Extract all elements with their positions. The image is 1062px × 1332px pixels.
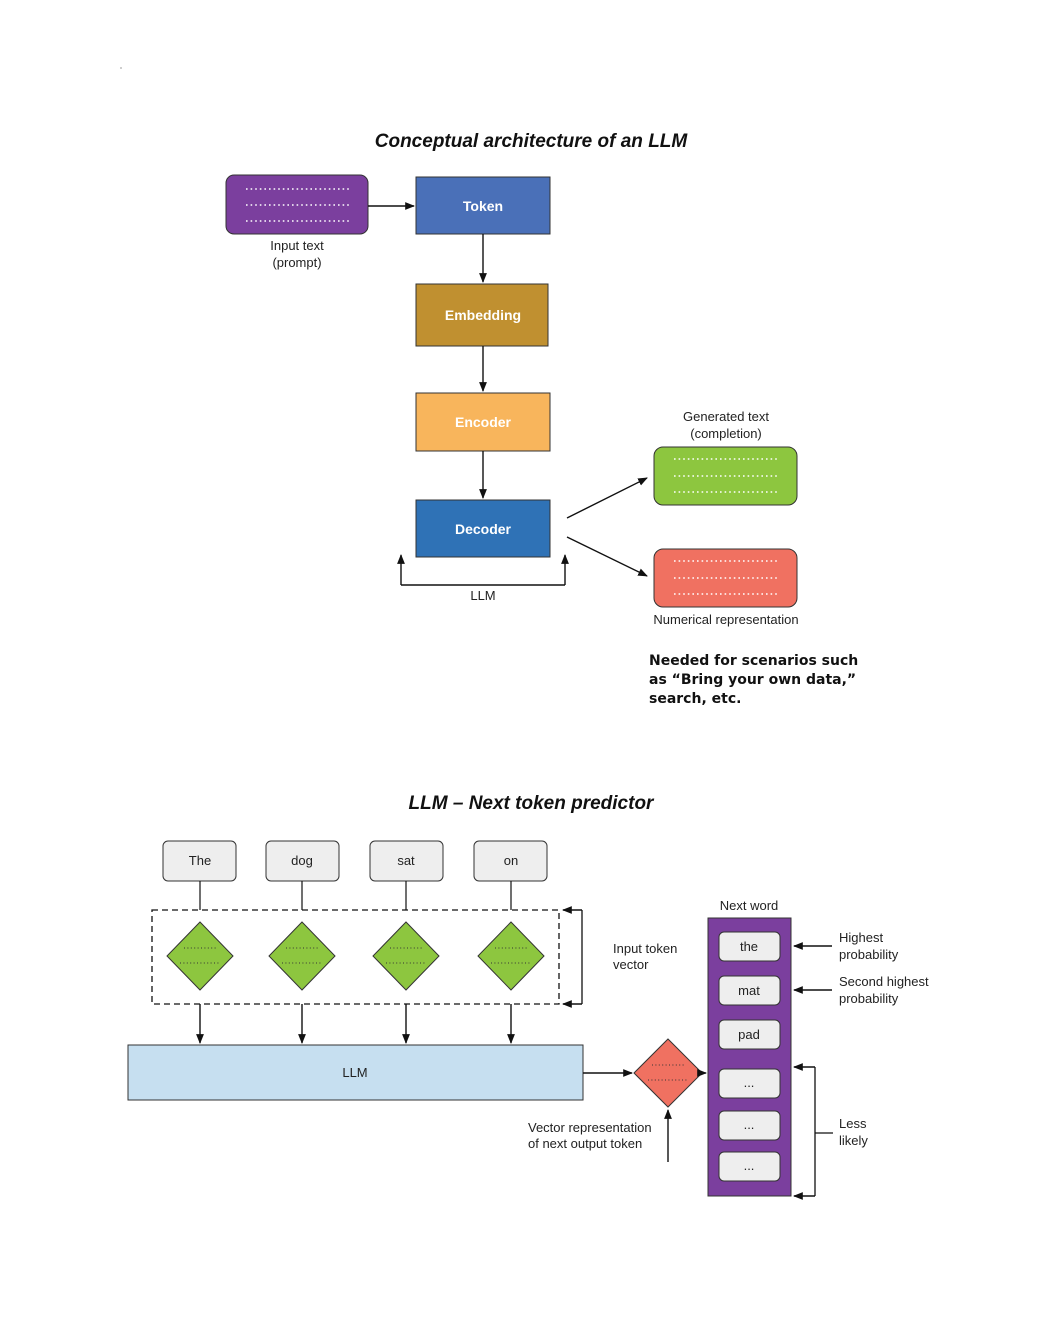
candidate-pad-label: pad bbox=[738, 1027, 760, 1042]
token-box-on: on bbox=[473, 840, 548, 882]
decoder-label: Decoder bbox=[455, 521, 512, 537]
llm-bar-label: LLM bbox=[342, 1065, 367, 1080]
numerical-representation-label: Numerical representation bbox=[653, 612, 798, 627]
token-vector-diamond-2 bbox=[268, 921, 336, 991]
candidate-ellipsis-2: ... bbox=[718, 1110, 781, 1141]
candidate-ellipsis-2-label: ... bbox=[744, 1117, 755, 1132]
token-box: Token bbox=[415, 176, 551, 235]
next-word-panel bbox=[707, 917, 792, 1197]
token-box-the: The bbox=[162, 840, 237, 882]
highest-probability-label-1: Highest bbox=[839, 930, 883, 945]
numerical-representation-box bbox=[653, 548, 798, 608]
completion-label: (completion) bbox=[690, 426, 762, 441]
token-the-label: The bbox=[189, 853, 211, 868]
less-likely-label-2: likely bbox=[839, 1133, 868, 1148]
token-sat-label: sat bbox=[397, 853, 415, 868]
input-text-label: Input text bbox=[270, 238, 324, 253]
token-box-sat: sat bbox=[369, 840, 444, 882]
generated-text-label: Generated text bbox=[683, 409, 769, 424]
vector-representation-label-1: Vector representation bbox=[528, 1120, 652, 1135]
candidate-mat-label: mat bbox=[738, 983, 760, 998]
decoder-box: Decoder bbox=[415, 499, 551, 558]
embedding-label: Embedding bbox=[445, 307, 521, 323]
generated-text-box bbox=[653, 446, 798, 506]
less-likely-label-1: Less bbox=[839, 1116, 867, 1131]
encoder-box: Encoder bbox=[415, 392, 551, 452]
llm-bracket-label: LLM bbox=[470, 588, 495, 603]
candidate-the-label: the bbox=[740, 939, 758, 954]
input-token-vector-box bbox=[151, 909, 560, 1005]
llm-bar: LLM bbox=[127, 1044, 584, 1101]
highest-probability-label-2: probability bbox=[839, 947, 899, 962]
candidate-pad: pad bbox=[718, 1019, 781, 1050]
arrow-decoder-to-numerical bbox=[566, 536, 648, 577]
output-vector-diamond bbox=[633, 1038, 703, 1108]
arrow-decoder-to-generated bbox=[566, 477, 648, 519]
token-label: Token bbox=[463, 198, 503, 214]
token-dog-label: dog bbox=[291, 853, 313, 868]
input-text-box bbox=[225, 174, 369, 235]
vector-representation-label-2: of next output token bbox=[528, 1136, 642, 1151]
token-vector-diamond-4 bbox=[477, 921, 545, 991]
input-token-vector-label-1: Input token bbox=[613, 941, 677, 956]
stray-dot bbox=[120, 67, 122, 69]
candidate-ellipsis-1: ... bbox=[718, 1068, 781, 1099]
token-on-label: on bbox=[504, 853, 518, 868]
top-title: Conceptual architecture of an LLM bbox=[375, 131, 689, 152]
token-box-dog: dog bbox=[265, 840, 340, 882]
embedding-box: Embedding bbox=[415, 283, 549, 347]
second-highest-label-2: probability bbox=[839, 991, 899, 1006]
scenario-note-line-3: search, etc. bbox=[649, 691, 741, 707]
candidate-ellipsis-3: ... bbox=[718, 1151, 781, 1182]
candidate-mat: mat bbox=[718, 975, 781, 1006]
candidate-ellipsis-1-label: ... bbox=[744, 1075, 755, 1090]
bottom-title: LLM – Next token predictor bbox=[409, 793, 656, 814]
next-word-label: Next word bbox=[720, 898, 779, 913]
token-vector-diamond-3 bbox=[372, 921, 440, 991]
candidate-ellipsis-3-label: ... bbox=[744, 1158, 755, 1173]
input-prompt-label: (prompt) bbox=[272, 255, 321, 270]
candidate-the: the bbox=[718, 931, 781, 962]
second-highest-label-1: Second highest bbox=[839, 974, 929, 989]
input-token-vector-label-2: vector bbox=[613, 957, 649, 972]
token-vector-diamond-1 bbox=[166, 921, 234, 991]
encoder-label: Encoder bbox=[455, 414, 512, 430]
scenario-note-line-1: Needed for scenarios such bbox=[649, 653, 858, 669]
scenario-note-line-2: as “Bring your own data,” bbox=[649, 672, 856, 688]
